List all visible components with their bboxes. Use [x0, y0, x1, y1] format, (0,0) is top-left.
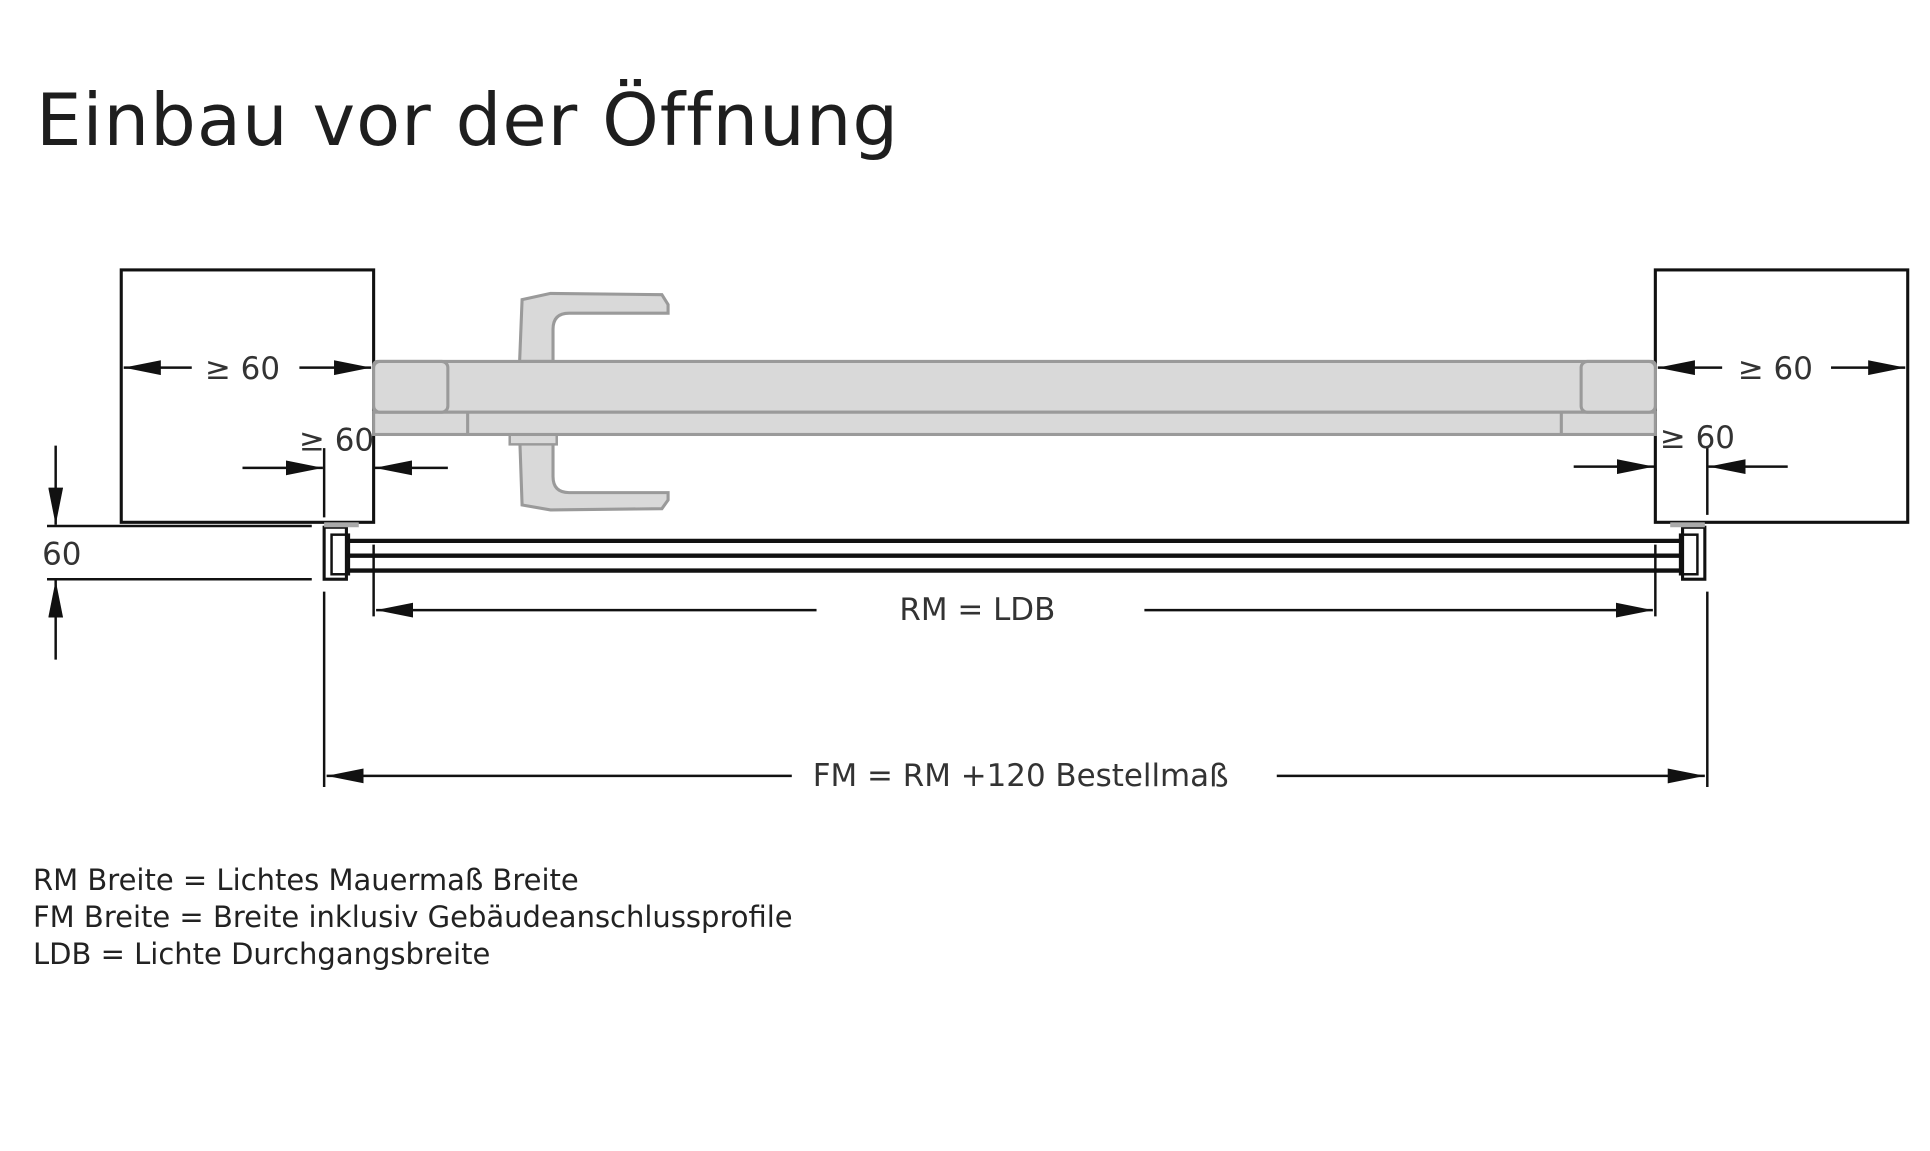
dim-rm: RM = LDB — [899, 592, 1055, 628]
wall-left — [119, 268, 376, 524]
legend-item: RM Breite = Lichtes Mauermaß Breite — [33, 863, 579, 897]
legend: RM Breite = Lichtes Mauermaß Breite FM B… — [33, 862, 793, 973]
dim-fm: FM = RM +120 Bestellmaß — [813, 758, 1229, 794]
legend-item: FM Breite = Breite inklusiv Gebäudeansch… — [33, 900, 793, 934]
page-title: Einbau vor der Öffnung — [36, 78, 900, 162]
legend-item: LDB = Lichte Durchgangsbreite — [33, 937, 491, 971]
wall-right — [1653, 268, 1910, 524]
dim-wall-left-offset: ≥ 60 — [299, 423, 374, 459]
dim-wall-left-depth: ≥ 60 — [205, 351, 280, 387]
dim-wall-right-offset: ≥ 60 — [1660, 420, 1735, 456]
panic-bar — [372, 359, 1657, 437]
door-panel — [322, 522, 1707, 581]
door-handle-icon — [518, 291, 670, 512]
dim-wall-right-depth: ≥ 60 — [1738, 351, 1813, 387]
dim-profile-depth: 60 — [42, 536, 81, 572]
